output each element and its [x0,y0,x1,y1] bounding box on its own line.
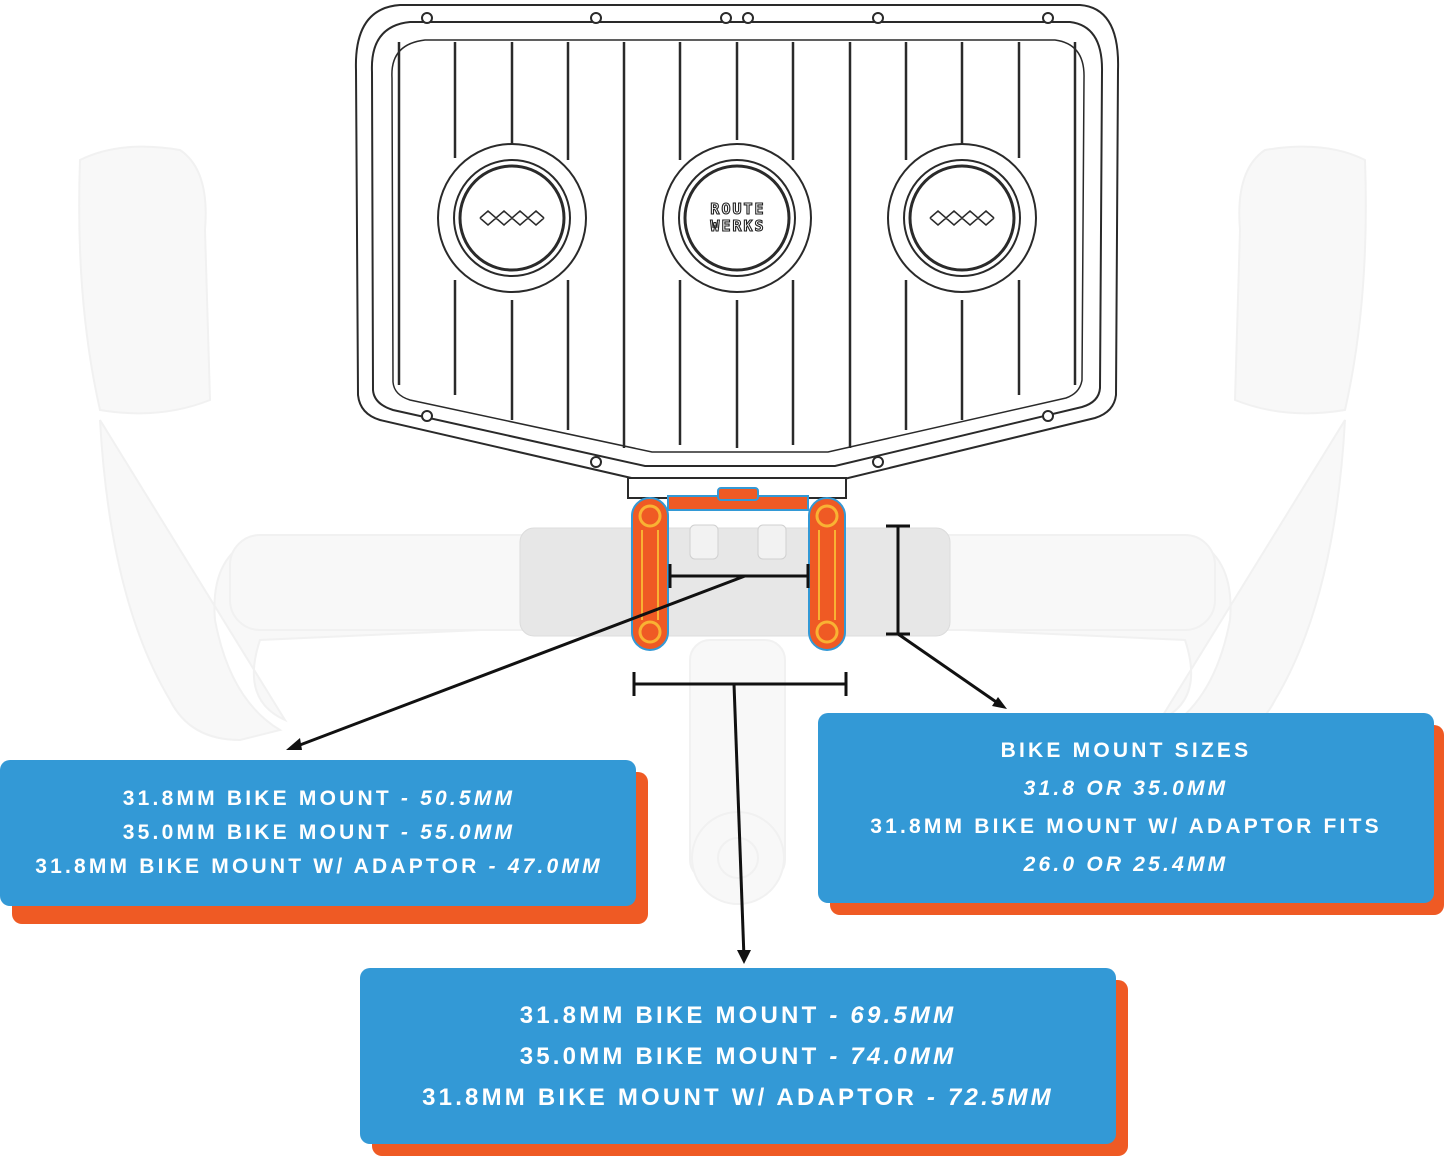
handlebar-bag-drawing [354,4,1120,499]
pattern-icon [479,210,995,226]
left-row-3: 31.8MM BIKE MOUNT W/ ADAPTOR - 47.0MM [35,855,603,878]
dimension-arrow [291,524,1003,959]
bottom-row-1: 31.8MM BIKE MOUNT - 69.5MM [519,1001,957,1029]
bottom-row-3: 31.8MM BIKE MOUNT W/ ADAPTOR - 72.5MM [422,1083,1054,1111]
brand-line-2: WERKS [710,217,765,235]
mount-arms [631,487,846,651]
left-row-2: 35.0MM BIKE MOUNT - 55.0MM [122,821,516,844]
brand-line-1: ROUTE [710,200,765,218]
left-row-1: 31.8MM BIKE MOUNT - 50.5MM [122,787,516,810]
right-line-3: 31.8MM BIKE MOUNT W/ ADAPTOR FITS [870,815,1382,838]
right-line-4: 26.0 OR 25.4MM [1023,853,1229,876]
arrow-heads [286,697,1007,964]
right-title: BIKE MOUNT SIZES [1000,739,1252,762]
right-line-2: 31.8 OR 35.0MM [1023,777,1229,800]
bottom-row-2: 35.0MM BIKE MOUNT - 74.0MM [519,1042,957,1070]
mount-clamp [519,527,951,637]
